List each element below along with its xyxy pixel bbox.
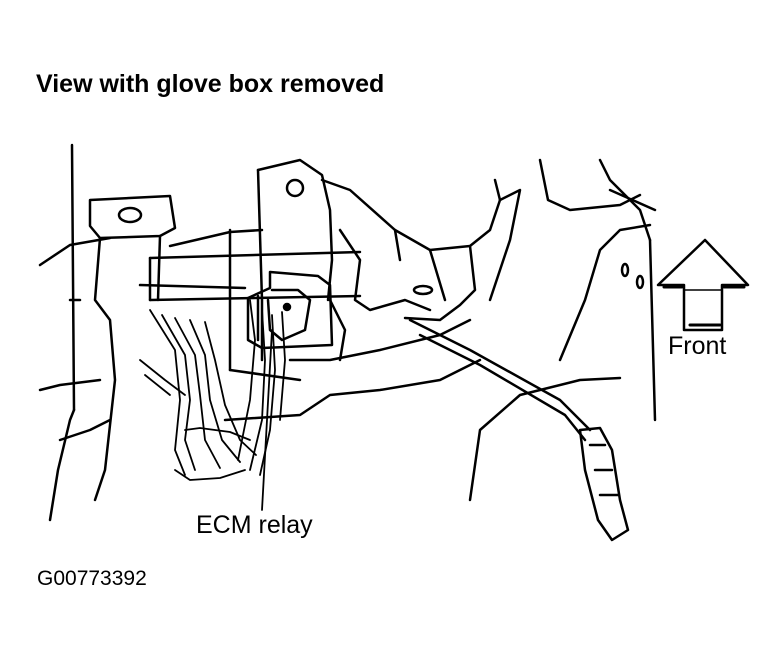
central-bracket — [228, 158, 334, 382]
diagonal-duct — [320, 178, 522, 322]
arrow-up-icon — [656, 238, 750, 332]
ecm-relay-leader-line — [261, 329, 273, 511]
left-bracket — [58, 194, 177, 502]
cross-member — [138, 228, 362, 302]
front-label: Front — [668, 332, 727, 360]
ecm-relay-label: ECM relay — [196, 511, 313, 539]
right-body-panel — [468, 158, 657, 502]
ecm-relay-box — [246, 270, 334, 350]
figure-id: G00773392 — [37, 567, 147, 590]
dash-housing — [223, 298, 482, 422]
diagram-title: View with glove box removed — [36, 70, 385, 98]
left-frame — [38, 143, 112, 522]
wire-harness-left — [139, 309, 257, 481]
right-cable-connector — [408, 318, 630, 542]
